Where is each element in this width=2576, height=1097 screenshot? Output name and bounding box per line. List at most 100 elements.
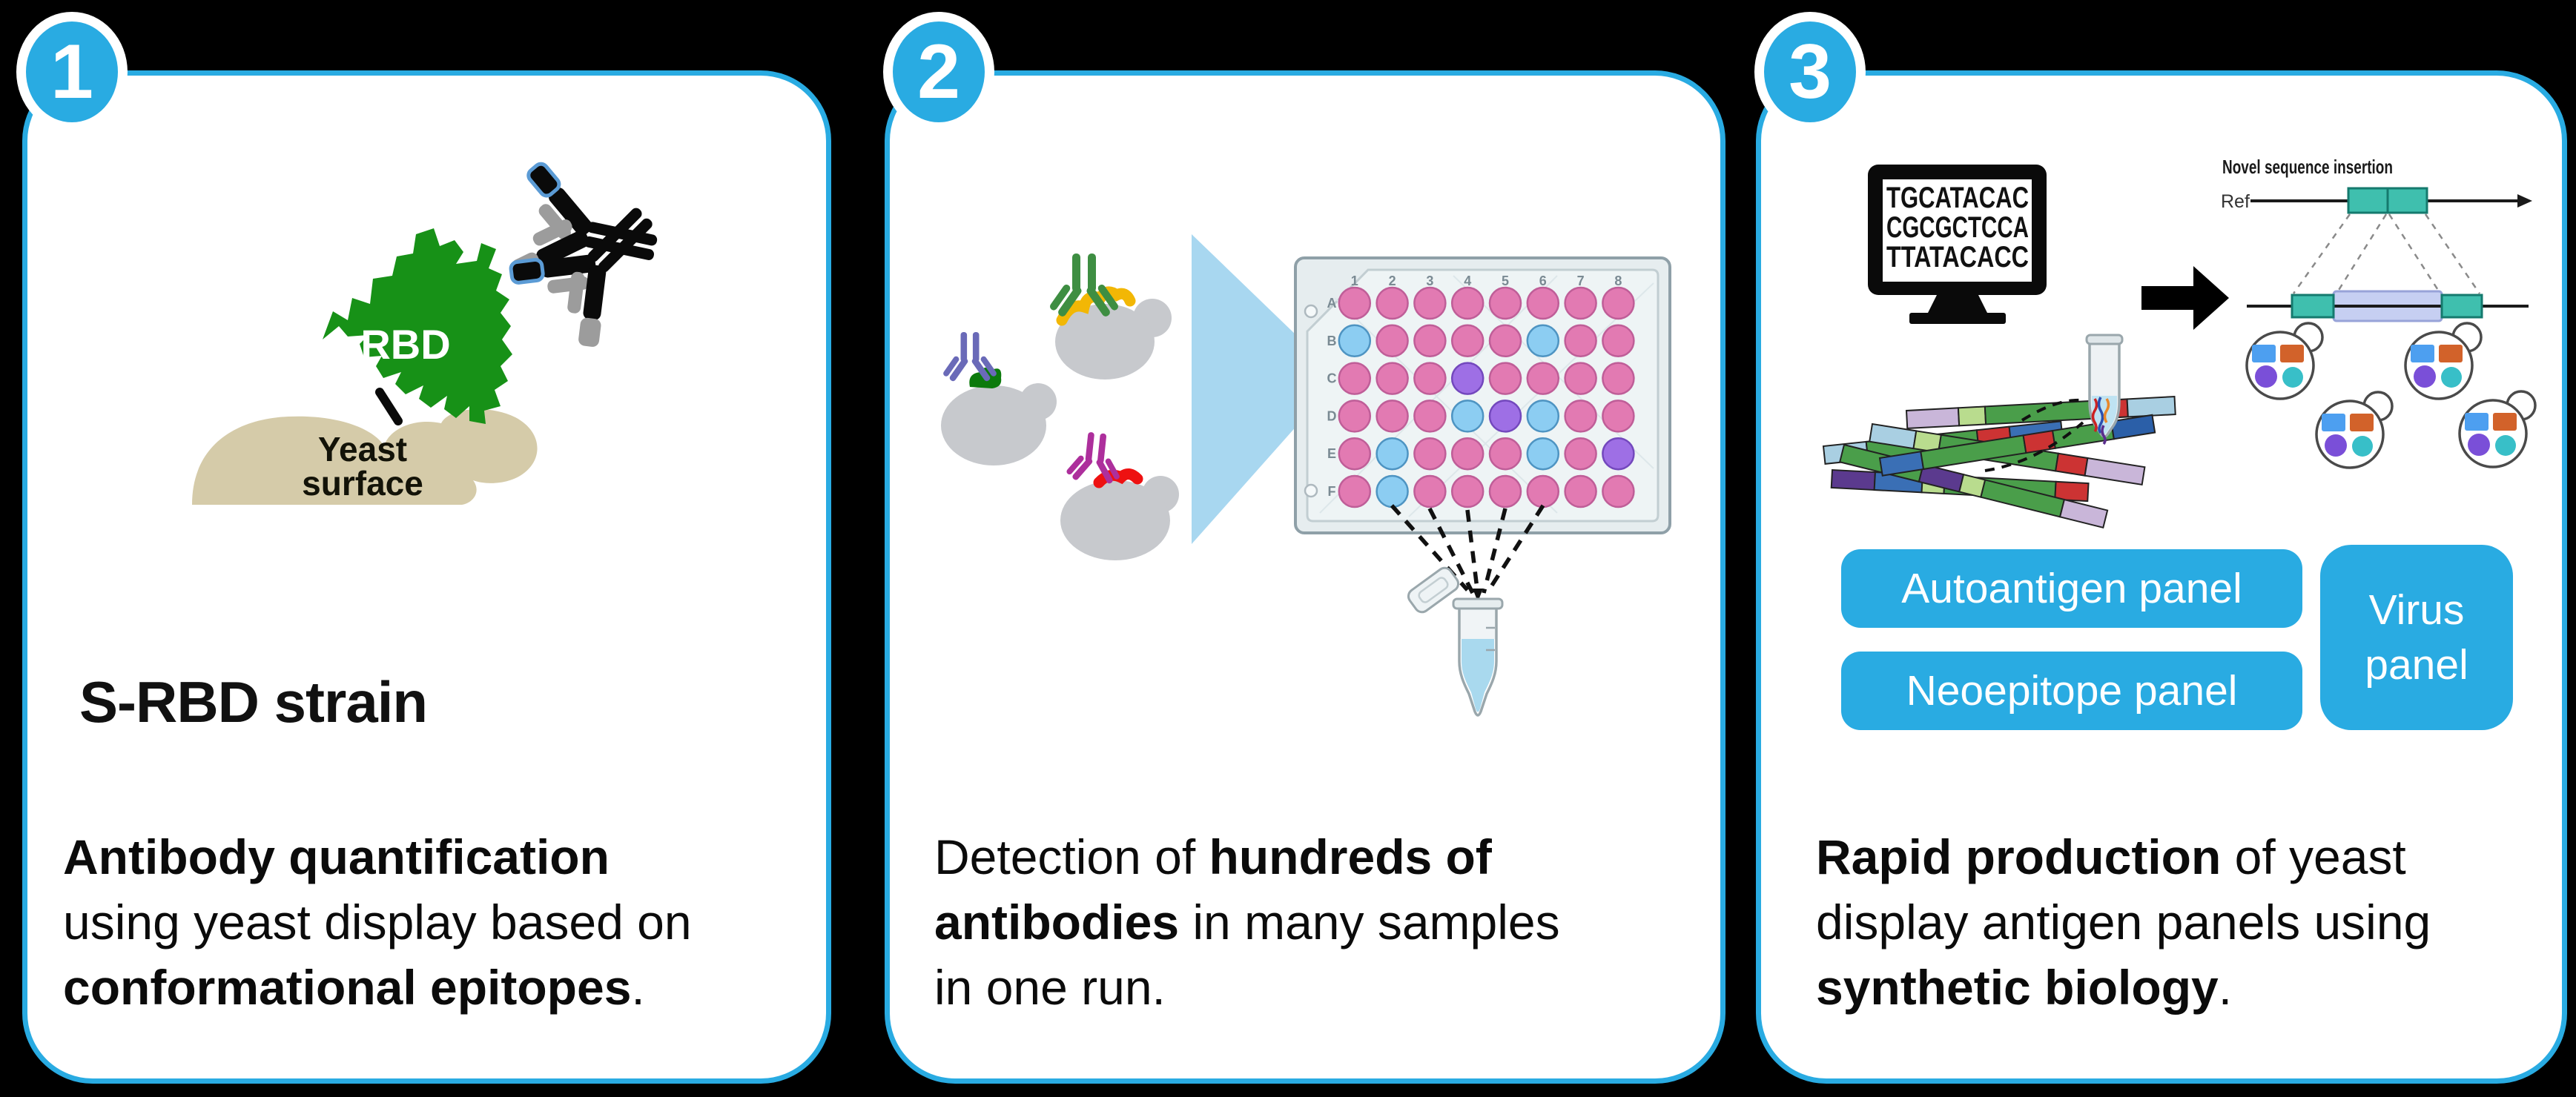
pooling-arrowhead (1473, 589, 1483, 602)
caption-line: Rapid production of yeast (1816, 829, 2406, 884)
well-E7 (1564, 437, 1597, 471)
plate-col-label-7: 7 (1577, 274, 1585, 288)
rbd-blob (323, 228, 512, 424)
panel-1-card: RBD Yeast surface S-RBD strain Antibody … (22, 70, 831, 1084)
caption-line: conformational epitopes. (63, 960, 645, 1015)
well-F6 (1526, 474, 1560, 508)
well-D7 (1564, 400, 1597, 433)
well-E3 (1413, 437, 1447, 471)
well-F7 (1564, 474, 1597, 508)
antibody-purple (943, 332, 997, 382)
caption-line: antibodies in many samples (934, 895, 1560, 949)
svg-text:TTATACACC: TTATACACC (1886, 241, 2029, 274)
well-A4 (1450, 286, 1484, 320)
well-C7 (1564, 362, 1597, 395)
well-F4 (1450, 474, 1484, 508)
well-F1 (1338, 474, 1372, 508)
caption-line: in one run. (934, 960, 1166, 1015)
plate-col-label-4: 4 (1464, 274, 1471, 288)
plate-wells (1338, 286, 1635, 508)
well-C4 (1450, 362, 1484, 395)
well-E2 (1375, 437, 1409, 471)
plate-col-label-6: 6 (1539, 274, 1547, 288)
plate-col-label-5: 5 (1502, 274, 1509, 288)
plate-col-label-8: 8 (1614, 274, 1622, 288)
virus-panel-button[interactable]: Virus panel (2320, 545, 2513, 730)
well-A7 (1564, 286, 1597, 320)
step-2-badge: 2 (883, 12, 994, 132)
caption-line: display antigen panels using (1816, 895, 2431, 949)
panel-3-card: TGCATACAC CGCGCTCCA TTATACACC (1756, 70, 2567, 1084)
well-C8 (1602, 362, 1635, 395)
well-E6 (1526, 437, 1560, 471)
antibody-green (1050, 253, 1118, 316)
well-F8 (1602, 474, 1635, 508)
well-E4 (1450, 437, 1484, 471)
well-A1 (1338, 286, 1372, 320)
well-E8 (1602, 437, 1635, 471)
well-D6 (1526, 400, 1560, 433)
fragment-tube-dashes (1984, 398, 2084, 472)
well-C3 (1413, 362, 1447, 395)
plate-row-label-F: F (1328, 484, 1336, 499)
panel-2-caption: Detection of hundreds of antibodies in ma… (934, 824, 1560, 1020)
caption-line: synthetic biology. (1816, 960, 2233, 1015)
svg-text:CGCGCTCCA: CGCGCTCCA (1886, 211, 2029, 244)
plate-row-label-D: D (1327, 408, 1337, 423)
well-A8 (1602, 286, 1635, 320)
well-F3 (1413, 474, 1447, 508)
fragment-tube (2085, 334, 2124, 445)
well-C6 (1526, 362, 1560, 395)
caption-line: Antibody quantification (63, 829, 610, 884)
well-B2 (1375, 324, 1409, 358)
rbd-label: RBD (360, 321, 450, 368)
sample-yeast-cells (941, 299, 1179, 560)
ref-label: Ref (2221, 191, 2250, 212)
step-3-badge: 3 (1754, 12, 1866, 132)
well-D4 (1450, 400, 1484, 433)
insertion-title: Novel sequence insertion (2222, 156, 2393, 178)
well-C2 (1375, 362, 1409, 395)
well-D3 (1413, 400, 1447, 433)
yeast-surface-label-line2: surface (302, 464, 423, 503)
antibody-magenta (1066, 432, 1120, 484)
well-D8 (1602, 400, 1635, 433)
well-A5 (1488, 286, 1522, 320)
zoom-triangle (1192, 234, 1340, 544)
well-F5 (1488, 474, 1522, 508)
plate-row-label-C: C (1327, 371, 1337, 386)
plate-row-label-B: B (1327, 334, 1337, 348)
well-C1 (1338, 362, 1372, 395)
strain-label: S-RBD strain (79, 669, 428, 735)
plate-col-label-3: 3 (1426, 274, 1433, 288)
yeast-surface-label-line1: Yeast (318, 430, 407, 468)
panel-3-caption: Rapid production of yeast display antigen… (1816, 824, 2431, 1020)
well-D5 (1488, 400, 1522, 433)
well-B4 (1450, 324, 1484, 358)
svg-text:TGCATACAC: TGCATACAC (1886, 182, 2029, 214)
panel-3-illustration: TGCATACAC CGCGCTCCA TTATACACC (1822, 156, 2537, 529)
well-E5 (1488, 437, 1522, 471)
caption-line: Detection of hundreds of (934, 829, 1492, 884)
step-1-badge: 1 (16, 12, 128, 132)
well-D2 (1375, 400, 1409, 433)
plate-col-label-1: 1 (1351, 274, 1358, 288)
well-C5 (1488, 362, 1522, 395)
yeast-surface-blob (192, 408, 538, 505)
well-B5 (1488, 324, 1522, 358)
well-B8 (1602, 324, 1635, 358)
antibody-black-2 (509, 208, 653, 347)
autoantigen-panel-button[interactable]: Autoantigen panel (1841, 549, 2302, 628)
well-B3 (1413, 324, 1447, 358)
well-B1 (1338, 324, 1372, 358)
neoepitope-panel-button[interactable]: Neoepitope panel (1841, 652, 2302, 730)
well-A2 (1375, 286, 1409, 320)
pooling-tube (1407, 566, 1504, 717)
process-arrow-icon (2141, 266, 2229, 330)
